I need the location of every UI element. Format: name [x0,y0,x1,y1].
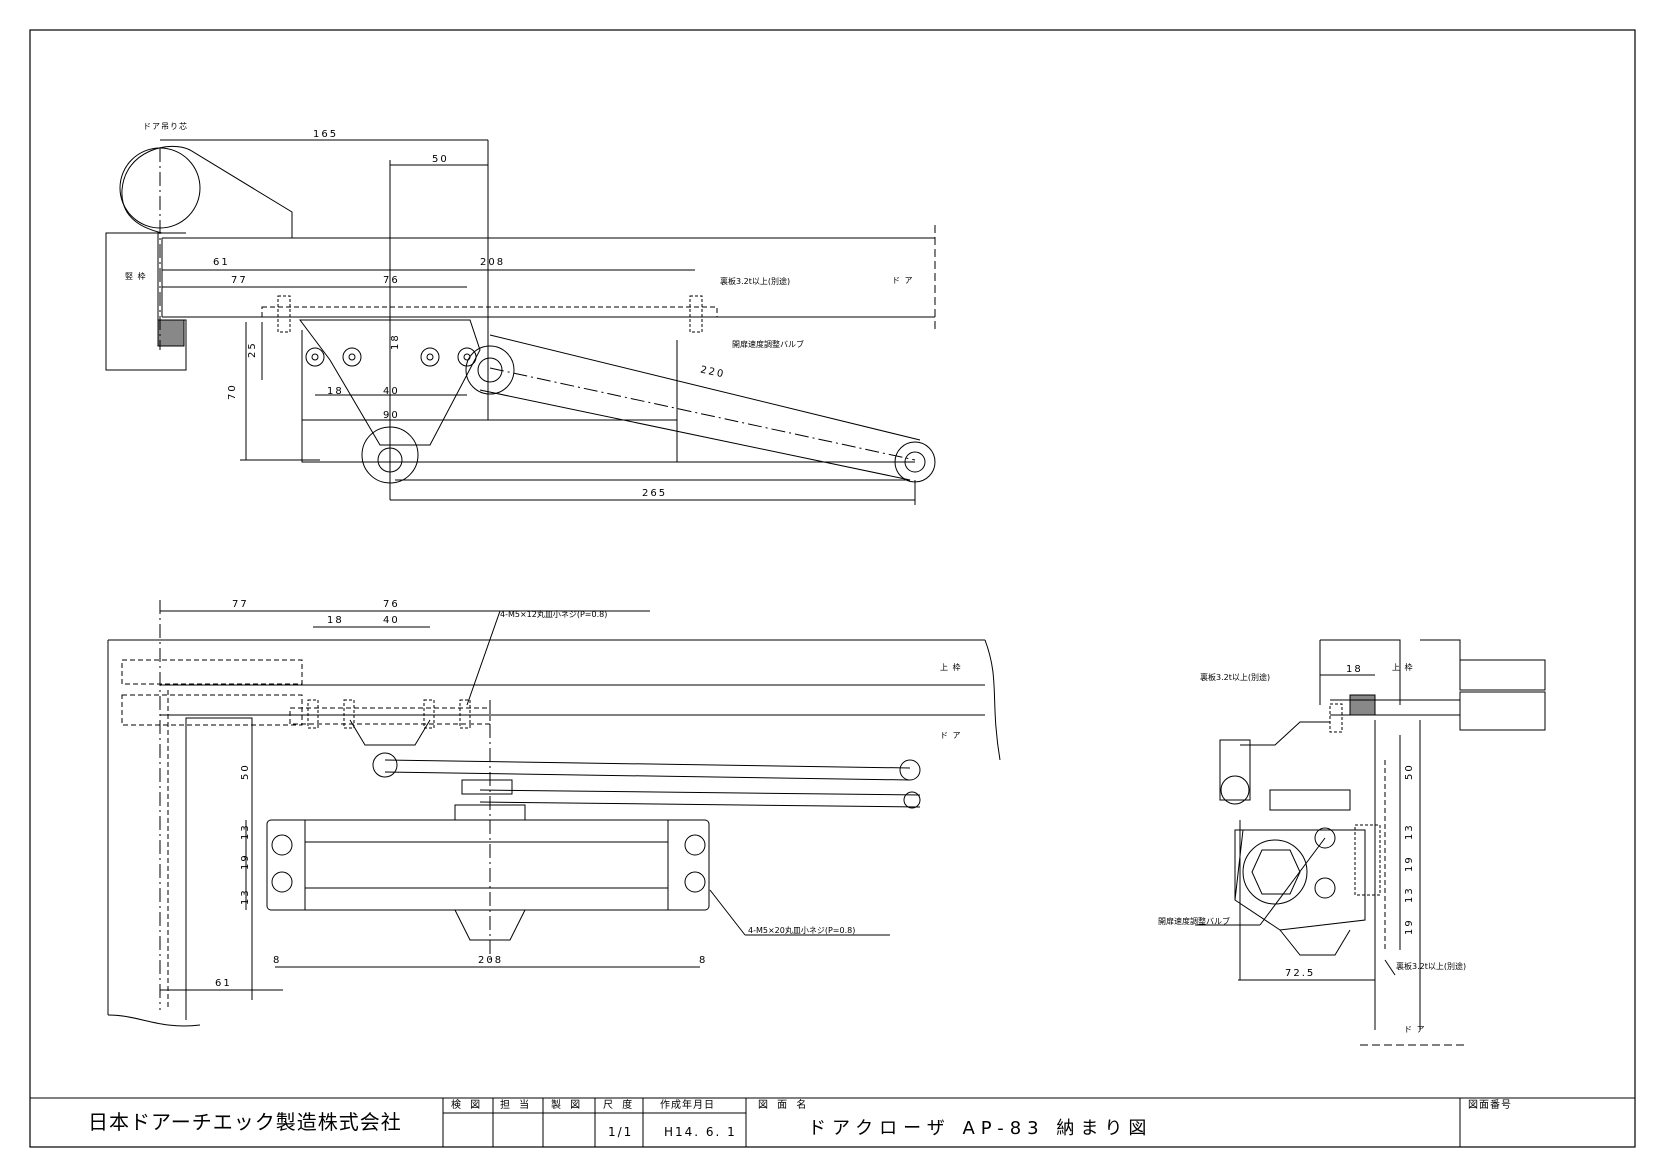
date-value: H14. 6. 1 [664,1125,737,1139]
screw-top-label: 4-M5×12丸皿小ネジ(P=0.8) [500,610,608,619]
front-dim-8a: 8 [273,955,282,966]
dim-70: 70 [227,383,238,400]
header-check: 検 図 [451,1100,484,1111]
dim-50: 50 [432,154,449,165]
scale-value: 1/1 [608,1125,634,1139]
side-view [1195,639,1546,1046]
header-charge: 担 当 [500,1100,533,1111]
sheet-border [29,29,1636,1148]
front-door-label: ド ア [940,731,962,740]
closer-body [266,819,710,911]
backing-label: 裏板3.2t以上(別途) [720,277,791,286]
side-valve-label: 開扉速度調整バルブ [1158,917,1230,926]
dim-25: 25 [247,341,258,358]
front-dim-50: 50 [240,763,251,780]
frame-label: 竪 枠 [125,272,147,281]
title-block [30,1097,1635,1147]
front-dim-18: 18 [327,615,344,626]
dim-18: 18 [327,386,344,397]
header-scale: 尺 度 [603,1100,636,1111]
dim-18-vertical: 18 [390,333,401,350]
dim-77: 77 [231,275,248,286]
side-backing-top-label: 裏板3.2t以上(別途) [1200,673,1271,682]
side-dim-19b: 19 [1404,918,1415,935]
side-dim-13b: 13 [1404,886,1415,903]
front-dim-77: 77 [232,599,249,610]
front-dim-13a: 13 [240,823,251,840]
front-dim-61: 61 [215,978,232,989]
front-view [107,600,1001,1027]
side-dim-50: 50 [1404,763,1415,780]
side-dim-13a: 13 [1404,823,1415,840]
side-dim-72-5: 72.5 [1285,968,1316,979]
hinge [121,145,293,238]
jamb-stop [157,319,185,347]
bracket [299,319,481,446]
side-head-label: 上 枠 [1392,663,1414,672]
front-dim-13b: 13 [240,888,251,905]
dim-40: 40 [383,386,400,397]
header-drawing-name: 図 面 名 [758,1100,810,1111]
door-label: ド ア [892,276,914,285]
dim-208: 208 [480,257,506,268]
company-name: 日本ドアーチエック製造株式会社 [88,1110,402,1134]
closer-body-plan [301,419,678,463]
dim-61: 61 [213,257,230,268]
header-drawn: 製 図 [551,1100,584,1111]
header-drawing-no: 図面番号 [1468,1100,1512,1111]
front-dim-76: 76 [383,599,400,610]
front-dim-208: 208 [478,955,504,966]
dim-165: 165 [313,129,339,140]
side-dim-18: 18 [1346,664,1363,675]
valve-label: 開扉速度調整バルブ [732,340,804,349]
side-dim-19a: 19 [1404,855,1415,872]
side-door-label: ド ア [1404,1025,1426,1034]
screw-bottom-label: 4-M5×20丸皿小ネジ(P=0.8) [748,926,856,935]
dim-90: 90 [383,410,400,421]
drawing-title: ドアクローザ AP-83 納まり図 [808,1118,1153,1139]
front-dim-40: 40 [383,615,400,626]
side-backing-bottom-label: 裏板3.2t以上(別途) [1396,962,1467,971]
dim-76: 76 [383,275,400,286]
front-dim-8b: 8 [699,955,708,966]
front-dim-19: 19 [240,853,251,870]
top-view [105,139,936,505]
dim-265: 265 [642,488,668,499]
header-date: 作成年月日 [660,1100,715,1111]
jamb-frame [105,232,187,371]
head-frame-label: 上 枠 [940,663,962,672]
door-pivot-label: ドア吊り芯 [143,122,188,131]
